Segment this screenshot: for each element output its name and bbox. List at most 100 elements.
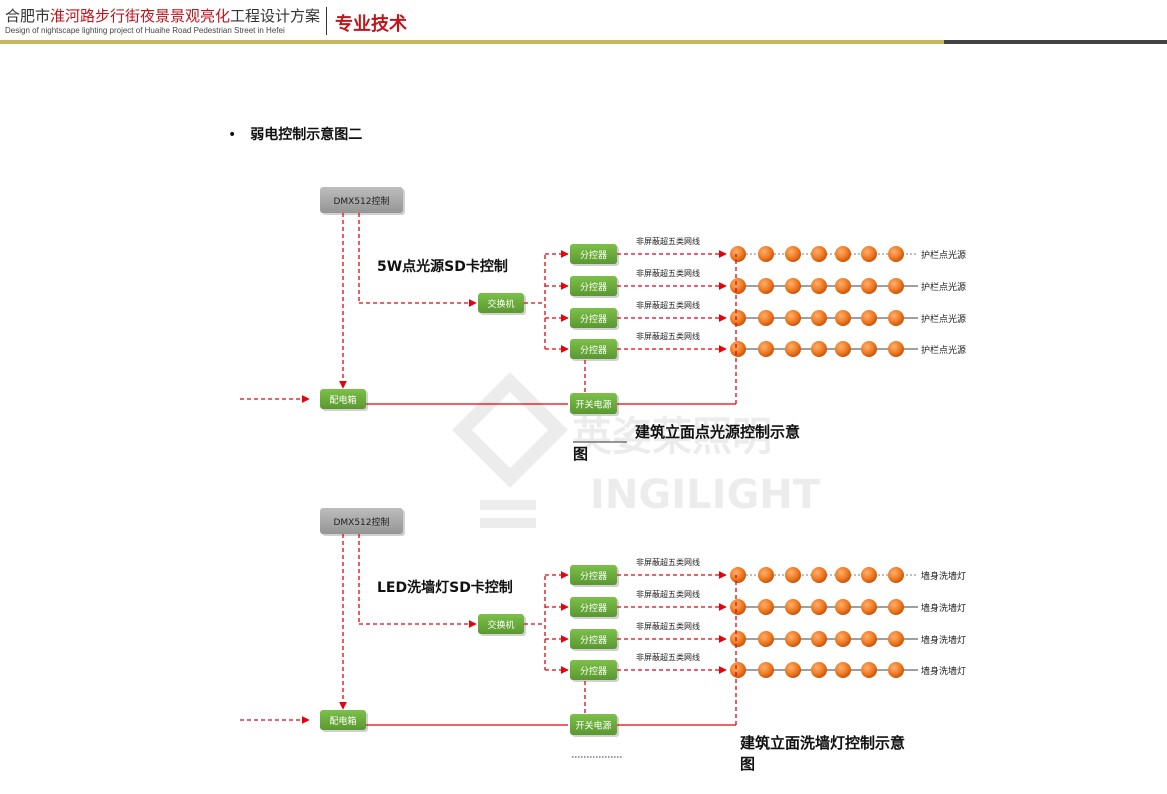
distributor-box-bg: [570, 276, 617, 296]
light-ball: [811, 310, 827, 326]
light-ball: [861, 662, 877, 678]
light-ball: [811, 567, 827, 583]
light-ball: [835, 246, 851, 262]
light-ball: [861, 631, 877, 647]
distributor-box-bg: [570, 629, 617, 649]
light-ball: [811, 278, 827, 294]
power-box: 配电箱: [320, 389, 368, 411]
distributor-box-label: 分控器: [580, 281, 607, 293]
light-ball: [861, 567, 877, 583]
light-ball: [811, 599, 827, 615]
power-box-label: 配电箱: [329, 394, 356, 406]
light-ball: [730, 599, 746, 615]
light-ball: [758, 631, 774, 647]
light-ball: [785, 246, 801, 262]
switch-box: 交换机: [478, 614, 526, 636]
document-title: 合肥市淮河路步行街夜景景观亮化工程设计方案: [5, 7, 321, 25]
fixture-label: 护栏点光源: [921, 249, 966, 261]
power-box-label: 配电箱: [329, 715, 356, 727]
distributor-box: 分控器: [570, 244, 619, 266]
power-switch-box: 开关电源: [570, 714, 619, 737]
distributor-box: 分控器: [570, 339, 619, 361]
bullet-dot: •: [228, 127, 237, 143]
light-ball: [785, 278, 801, 294]
power-switch-box-label: 开关电源: [575, 399, 611, 411]
light-ball: [811, 662, 827, 678]
light-ball: [888, 278, 904, 294]
distributor-box-label: 分控器: [580, 602, 607, 614]
fixture-label: 墙身洗墙灯: [921, 602, 966, 614]
fixture-label: 护栏点光源: [921, 313, 966, 325]
distributor-box: 分控器: [570, 276, 619, 298]
light-ball: [785, 631, 801, 647]
light-ball: [785, 599, 801, 615]
watermark-en: INGILIGHT: [590, 472, 821, 518]
cable-label: 非屏蔽超五类网线: [636, 557, 700, 567]
power-switch-box-bg: [570, 714, 617, 735]
light-ball: [758, 662, 774, 678]
watermark-cn: 英姿莱照明: [572, 414, 772, 460]
diagram-caption-line2: 图: [740, 755, 755, 773]
distributor-box-bg: [570, 565, 617, 585]
distributor-box-label: 分控器: [580, 313, 607, 325]
page-header: 合肥市淮河路步行街夜景景观亮化工程设计方案 Design of nightsca…: [0, 0, 1167, 44]
light-ball: [730, 662, 746, 678]
power-switch-box-label: 开关电源: [575, 720, 611, 732]
distributor-box-bg: [570, 597, 617, 617]
light-ball: [785, 341, 801, 357]
light-ball: [835, 662, 851, 678]
dmx-control-box-bg: [320, 508, 403, 534]
light-ball: [758, 278, 774, 294]
distributor-box-bg: [570, 660, 617, 680]
power-switch-box: 开关电源: [570, 393, 619, 416]
switch-box: 交换机: [478, 293, 526, 315]
light-ball: [888, 662, 904, 678]
light-ball: [888, 631, 904, 647]
light-ball: [835, 310, 851, 326]
cable-label: 非屏蔽超五类网线: [636, 589, 700, 599]
switch-box-bg: [478, 614, 524, 634]
light-ball: [730, 310, 746, 326]
distributor-box-bg: [570, 339, 617, 359]
dmx-control-box-bg: [320, 187, 403, 213]
dmx-control-box: DMX512控制: [320, 187, 405, 215]
diagram-caption-line2: 图: [573, 445, 588, 463]
distributor-box-bg: [570, 244, 617, 264]
light-ball: [861, 278, 877, 294]
light-ball: [835, 599, 851, 615]
section-title: 专业技术: [335, 14, 407, 35]
light-ball: [888, 599, 904, 615]
distributor-box: 分控器: [570, 308, 619, 330]
distributor-box: 分控器: [570, 660, 619, 682]
cable-label: 非屏蔽超五类网线: [636, 652, 700, 662]
dmx-control-box-label: DMX512控制: [333, 195, 389, 207]
light-ball: [758, 246, 774, 262]
power-box-bg: [320, 389, 366, 409]
light-ball: [785, 662, 801, 678]
light-ball: [835, 278, 851, 294]
light-ball: [861, 246, 877, 262]
distributor-box: 分控器: [570, 565, 619, 587]
switch-box-bg: [478, 293, 524, 313]
fixture-label: 墙身洗墙灯: [921, 634, 966, 646]
distributor-box-label: 分控器: [580, 665, 607, 677]
switch-box-label: 交换机: [487, 619, 514, 631]
light-ball: [785, 567, 801, 583]
light-ball: [758, 310, 774, 326]
light-ball: [785, 310, 801, 326]
watermark: 英姿莱照明 INGILIGHT: [452, 372, 821, 528]
fixture-label: 护栏点光源: [921, 344, 966, 356]
diagram-point-light: DMX512控制5W点光源SD卡控制交换机分控器非屏蔽超五类网线护栏点光源分控器…: [240, 187, 966, 463]
light-ball: [730, 246, 746, 262]
bullet-heading: •弱电控制示意图二: [228, 124, 362, 144]
document-subtitle-en: Design of nightscape lighting project of…: [5, 26, 285, 35]
fixture-label: 护栏点光源: [921, 281, 966, 293]
power-box-bg: [320, 710, 366, 730]
diagram-caption-line1: 建筑立面洗墙灯控制示意: [740, 734, 905, 752]
switch-box-label: 交换机: [487, 298, 514, 310]
light-ball: [835, 341, 851, 357]
light-ball: [888, 341, 904, 357]
light-ball: [811, 341, 827, 357]
cable-label: 非屏蔽超五类网线: [636, 331, 700, 341]
